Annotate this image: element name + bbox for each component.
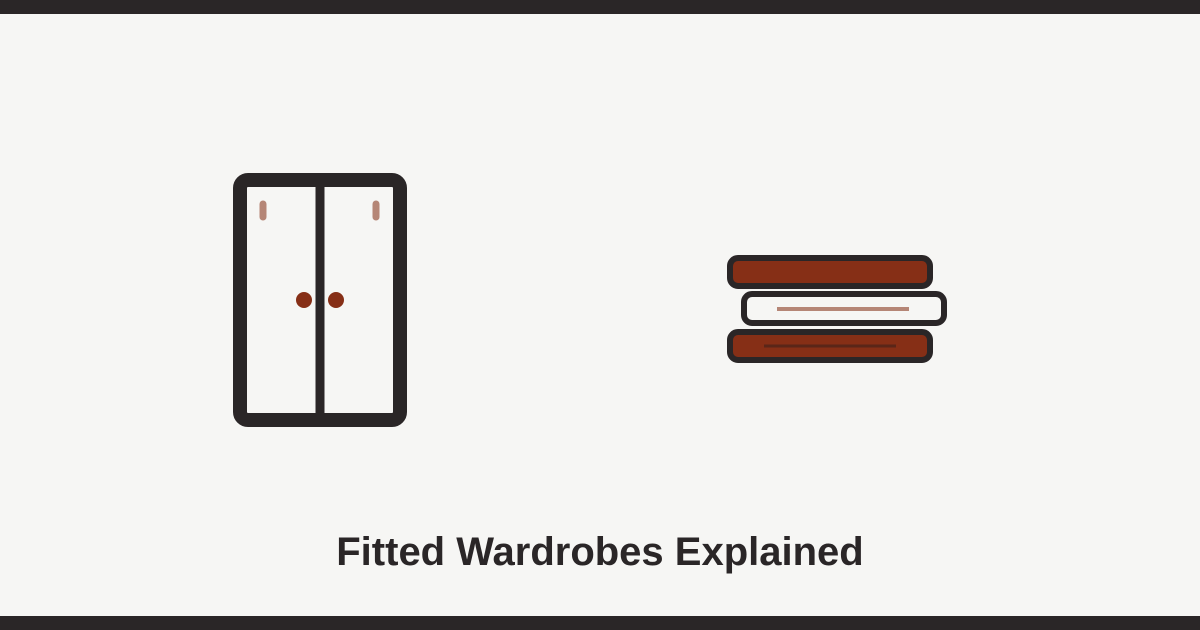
top-border-bar [0, 0, 1200, 14]
folded-clothes-stack-icon [727, 255, 947, 363]
wardrobe-icon [233, 173, 407, 427]
bottom-border-bar [0, 616, 1200, 630]
right-door-knob [328, 292, 344, 308]
top-folded-item [727, 255, 933, 289]
left-door-knob [296, 292, 312, 308]
page-title: Fitted Wardrobes Explained [336, 530, 864, 574]
